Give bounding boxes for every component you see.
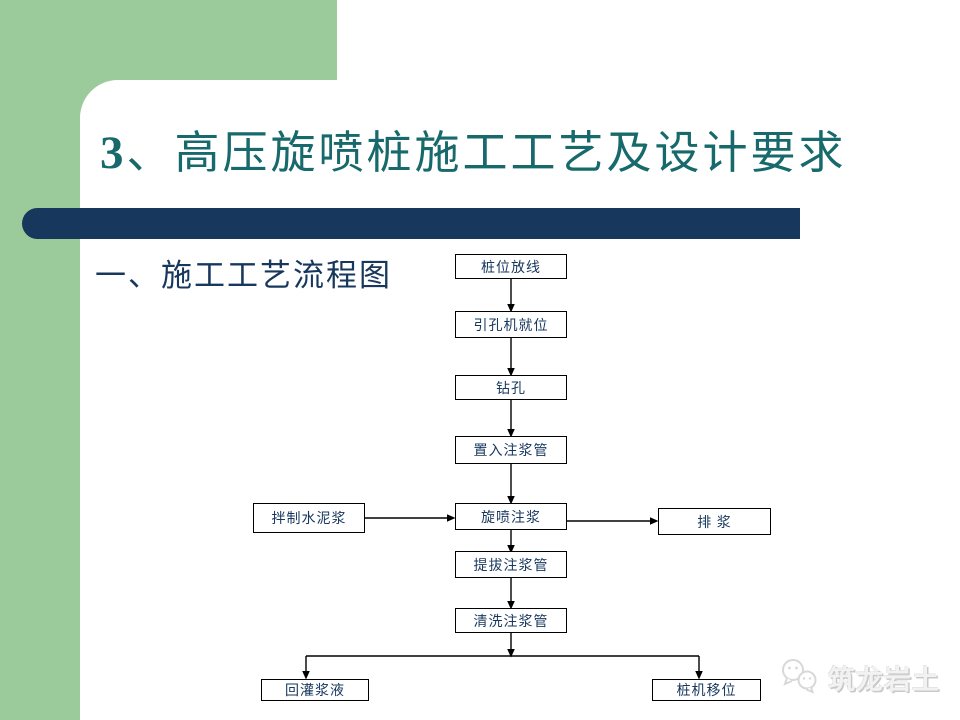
- title-separator: 、: [126, 128, 175, 178]
- flow-step-insert-grout-pipe: 置入注浆管: [455, 436, 567, 464]
- flow-step-mix-cement-slurry: 拌制水泥浆: [253, 503, 365, 533]
- flow-step-move-pile-rig: 桩机移位: [652, 679, 761, 701]
- flow-step-jet-grouting: 旋喷注浆: [455, 503, 567, 530]
- watermark: 筑龙岩土: [778, 650, 958, 704]
- flow-step-drilling: 钻孔: [455, 375, 567, 400]
- watermark-label: 筑龙岩土: [828, 664, 940, 695]
- section-subtitle: 一、施工工艺流程图: [95, 258, 392, 293]
- navy-divider-bar: [22, 208, 800, 239]
- title-number: 3: [100, 127, 127, 179]
- flow-step-lift-grout-pipe: 提拔注浆管: [455, 551, 567, 578]
- title-text: 高压旋喷桩施工工艺及设计要求: [174, 128, 847, 178]
- page-title: 3、高压旋喷桩施工工艺及设计要求: [100, 126, 900, 180]
- flow-step-rig-in-place: 引孔机就位: [455, 311, 567, 338]
- chat-bubbles-icon: [782, 659, 817, 694]
- flow-step-backfill-slurry: 回灌浆液: [261, 679, 369, 701]
- flow-step-slurry-discharge: 排 浆: [658, 508, 771, 535]
- flow-step-pile-setout: 桩位放线: [455, 254, 567, 279]
- flow-step-clean-grout-pipe: 清洗注浆管: [455, 608, 567, 633]
